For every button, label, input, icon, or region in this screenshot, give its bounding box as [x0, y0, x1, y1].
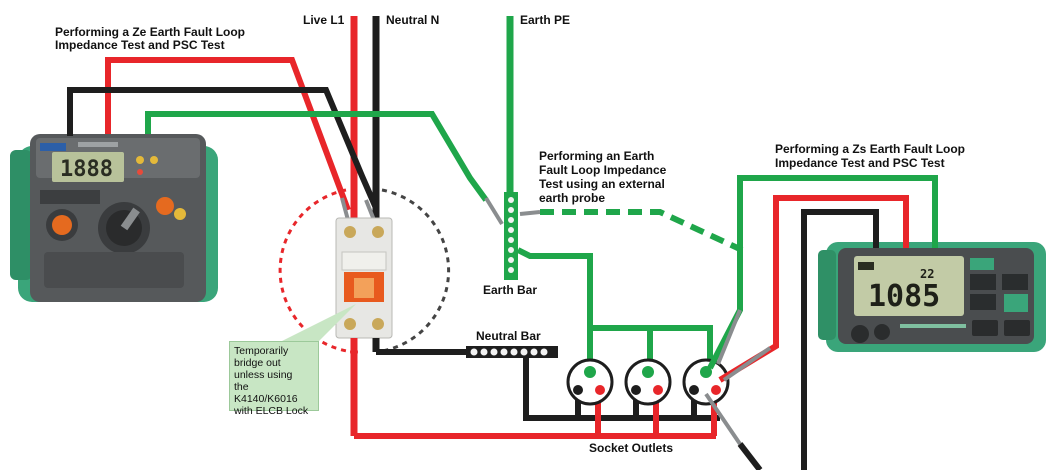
ze-neutral-lead: [67, 87, 379, 210]
neutral-bar-label: Neutral Bar: [476, 329, 541, 343]
note-line: bridge out: [234, 357, 281, 369]
earth-bar-label: Earth Bar: [483, 283, 538, 297]
zs-tester-meter: 1085 22: [818, 242, 1046, 352]
ze-test-title-line2: Impedance Test and PSC Test: [55, 38, 225, 52]
bypass-neutral-dashed: [375, 188, 451, 354]
socket-outlet-2: [624, 358, 672, 406]
note-pointer: [280, 304, 356, 342]
ze-earth-lead: [145, 111, 489, 202]
external-probe-caption-line4: earth probe: [539, 191, 606, 205]
earth-bar: [504, 192, 518, 280]
external-earth-probe: [519, 210, 541, 216]
ze-earth-probe: [484, 196, 504, 226]
ze-live-lead: [105, 57, 351, 212]
ze-tester-meter: 1888: [10, 134, 218, 302]
external-probe-caption-line1: Performing an Earth: [539, 149, 655, 163]
external-probe-dashed-lead: [540, 209, 744, 253]
socket-outlet-3: [682, 358, 730, 406]
bypass-note: Temporarily bridge out unless using the …: [229, 341, 319, 417]
zs-test-title-line2: Impedance Test and PSC Test: [775, 156, 945, 170]
note-line: the K4140/K6016: [234, 381, 298, 405]
ze-meter-lcd: [52, 152, 124, 182]
zs-neutral-probe: [704, 392, 742, 446]
socket-outlets-label: Socket Outlets: [589, 441, 674, 455]
test-button: [52, 215, 72, 235]
zs-neutral-lead: [801, 209, 879, 470]
note-line: with ELCB Lock: [234, 405, 309, 417]
zs-test-title-line1: Performing a Zs Earth Fault Loop: [775, 142, 966, 156]
zs-meter-small-reading: 22: [920, 267, 934, 281]
neutral-n-label: Neutral N: [386, 13, 440, 27]
ze-test-title-line1: Performing a Ze Earth Fault Loop: [55, 25, 246, 39]
note-line: unless using: [234, 369, 293, 381]
zs-meter-reading: 1085: [868, 279, 940, 314]
rcd-breaker: [335, 217, 393, 339]
earth-pe-label: Earth PE: [520, 13, 571, 27]
earth-ring: [516, 247, 713, 372]
external-probe-caption-line3: Test using an external: [539, 177, 665, 191]
live-l1-label: Live L1: [303, 13, 345, 27]
note-line: Temporarily: [234, 345, 289, 357]
zs-meter-lcd: [854, 256, 964, 316]
neutral-bar: [466, 346, 558, 358]
ze-meter-reading: 1888: [60, 157, 113, 182]
socket-outlet-1: [566, 358, 614, 406]
external-probe-caption-line2: Fault Loop Impedance: [539, 163, 667, 177]
bypass-live-dashed: [278, 188, 355, 354]
